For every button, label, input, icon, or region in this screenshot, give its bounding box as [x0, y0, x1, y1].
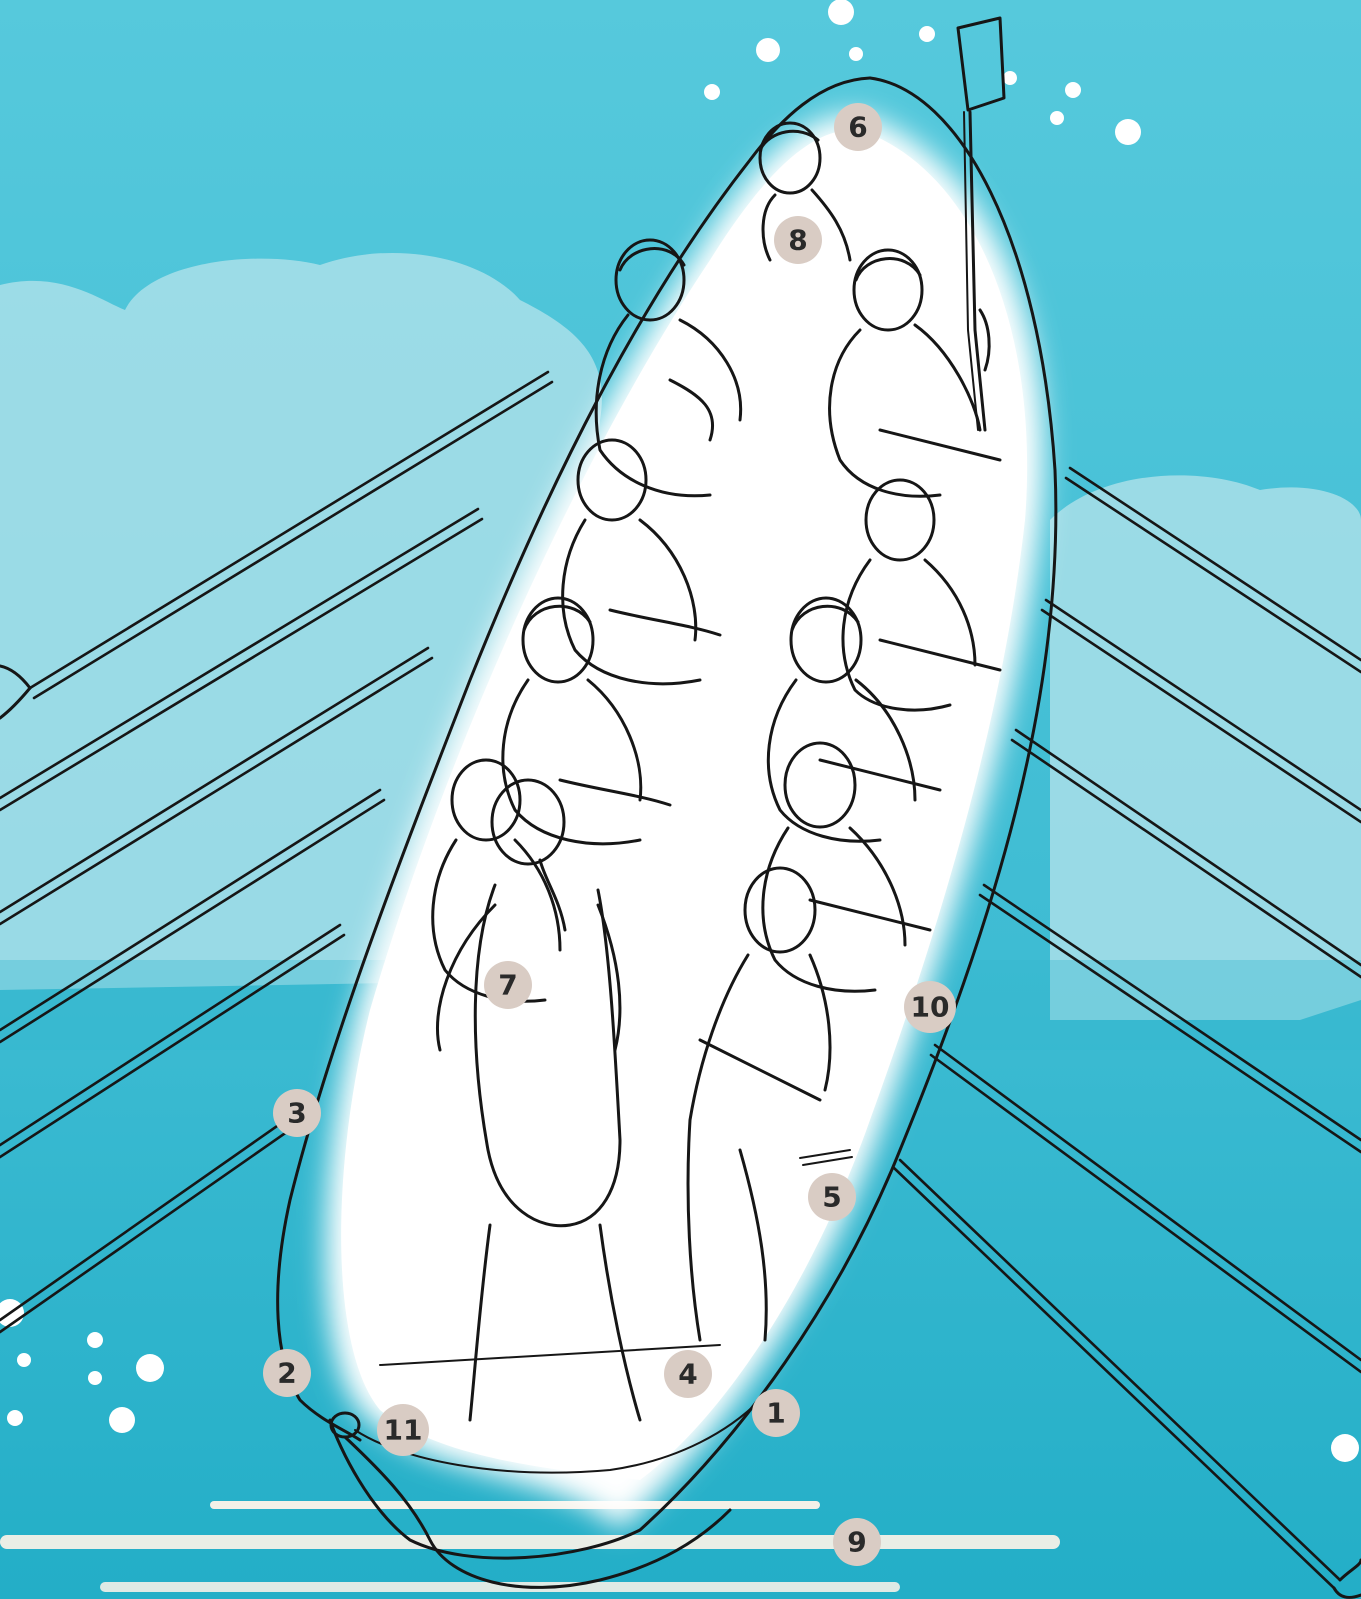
callout-label-1: 1	[766, 1397, 785, 1430]
callout-badge-9: 9	[833, 1518, 881, 1566]
callout-badge-2: 2	[263, 1349, 311, 1397]
callout-badge-11: 11	[377, 1404, 429, 1456]
callout-label-5: 5	[822, 1181, 841, 1214]
callout-badge-1: 1	[752, 1389, 800, 1437]
callout-label-10: 10	[911, 991, 950, 1024]
callout-badge-4: 4	[664, 1350, 712, 1398]
callout-label-11: 11	[384, 1414, 423, 1447]
callout-label-8: 8	[788, 224, 807, 257]
callout-label-2: 2	[277, 1357, 296, 1390]
callout-label-6: 6	[848, 111, 867, 144]
callout-badge-10: 10	[904, 981, 956, 1033]
callout-label-9: 9	[847, 1526, 866, 1559]
callout-badge-8: 8	[774, 216, 822, 264]
callout-badge-3: 3	[273, 1089, 321, 1137]
callout-badge-6: 6	[834, 103, 882, 151]
callout-badge-5: 5	[808, 1173, 856, 1221]
callout-label-4: 4	[678, 1358, 697, 1391]
callout-badge-7: 7	[484, 961, 532, 1009]
callout-label-7: 7	[498, 969, 517, 1002]
callout-label-3: 3	[287, 1097, 306, 1130]
